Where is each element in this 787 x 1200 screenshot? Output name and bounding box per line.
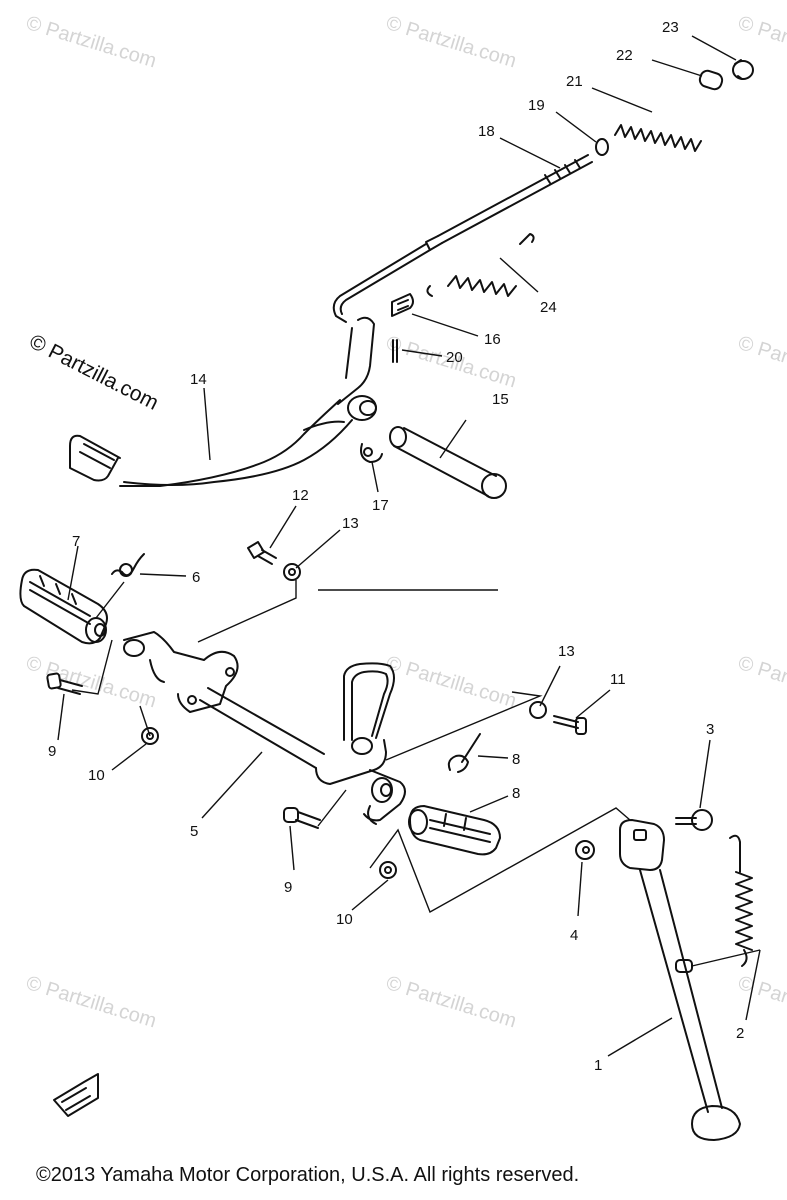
part-footrest-spring [111,553,145,577]
part-bolt [46,672,83,695]
part-washer [141,727,159,745]
part-rod-spring [614,124,702,152]
assembly-line [71,639,113,695]
part-adjuster [698,69,724,91]
callout-17: 17 [372,497,389,514]
part-footrest-mount [363,769,406,825]
part-heel-guard [343,662,395,741]
part-side-stand [619,819,741,1141]
callout-4: 4 [570,927,578,944]
callout-3: 3 [706,721,714,738]
part-washer [283,563,301,581]
part-circlip [360,443,383,463]
callout-9: 9 [48,743,56,760]
part-footrest [408,805,501,856]
part-washer [529,701,547,719]
callout-23: 23 [662,19,679,36]
part-bolt [247,541,277,565]
callout-15: 15 [492,391,509,408]
part-footrest [19,568,108,645]
assembly-line [369,807,631,914]
part-bolt [283,807,321,829]
assembly-line [317,789,347,827]
part-footrest-spring [447,733,481,773]
callout-19: 19 [528,97,545,114]
callout-21: 21 [566,73,583,90]
fwd-icon [53,1073,99,1117]
part-brake-rod [332,154,593,323]
part-cotter-pin [392,339,398,363]
part-washer [595,138,609,156]
callout-10: 10 [336,911,353,928]
part-cap-nut [732,59,754,80]
callout-13: 13 [558,643,575,660]
callout-7: 7 [72,533,80,550]
callout-12: 12 [292,487,309,504]
part-bolt [553,715,587,735]
part-nut [575,840,595,860]
callout-10: 10 [88,767,105,784]
callout-9: 9 [284,879,292,896]
part-clevis [391,293,414,317]
copyright-notice: ©2013 Yamaha Motor Corporation, U.S.A. A… [36,1164,580,1186]
part-footrest-bar [123,631,387,785]
assembly-line [385,691,543,761]
assembly-line [139,705,151,737]
callout-11: 11 [610,671,626,688]
part-stand-spring [729,834,753,967]
callout-13: 13 [342,515,359,532]
callout-6: 6 [192,569,200,586]
part-pivot-shaft [389,426,507,499]
part-washer [379,861,397,879]
callout-2: 2 [736,1025,744,1042]
callout-8: 8 [512,785,520,802]
part-return-spring [426,233,535,297]
callout-16: 16 [484,331,501,348]
callout-18: 18 [478,123,495,140]
callout-1: 1 [594,1057,602,1074]
callout-22: 22 [616,47,633,64]
callout-14: 14 [190,371,207,388]
callout-24: 24 [540,299,557,316]
assembly-line [197,580,297,643]
part-brake-pedal [69,316,377,487]
part-bolt [675,809,713,831]
callout-5: 5 [190,823,198,840]
callout-8: 8 [512,751,520,768]
callout-20: 20 [446,349,463,366]
